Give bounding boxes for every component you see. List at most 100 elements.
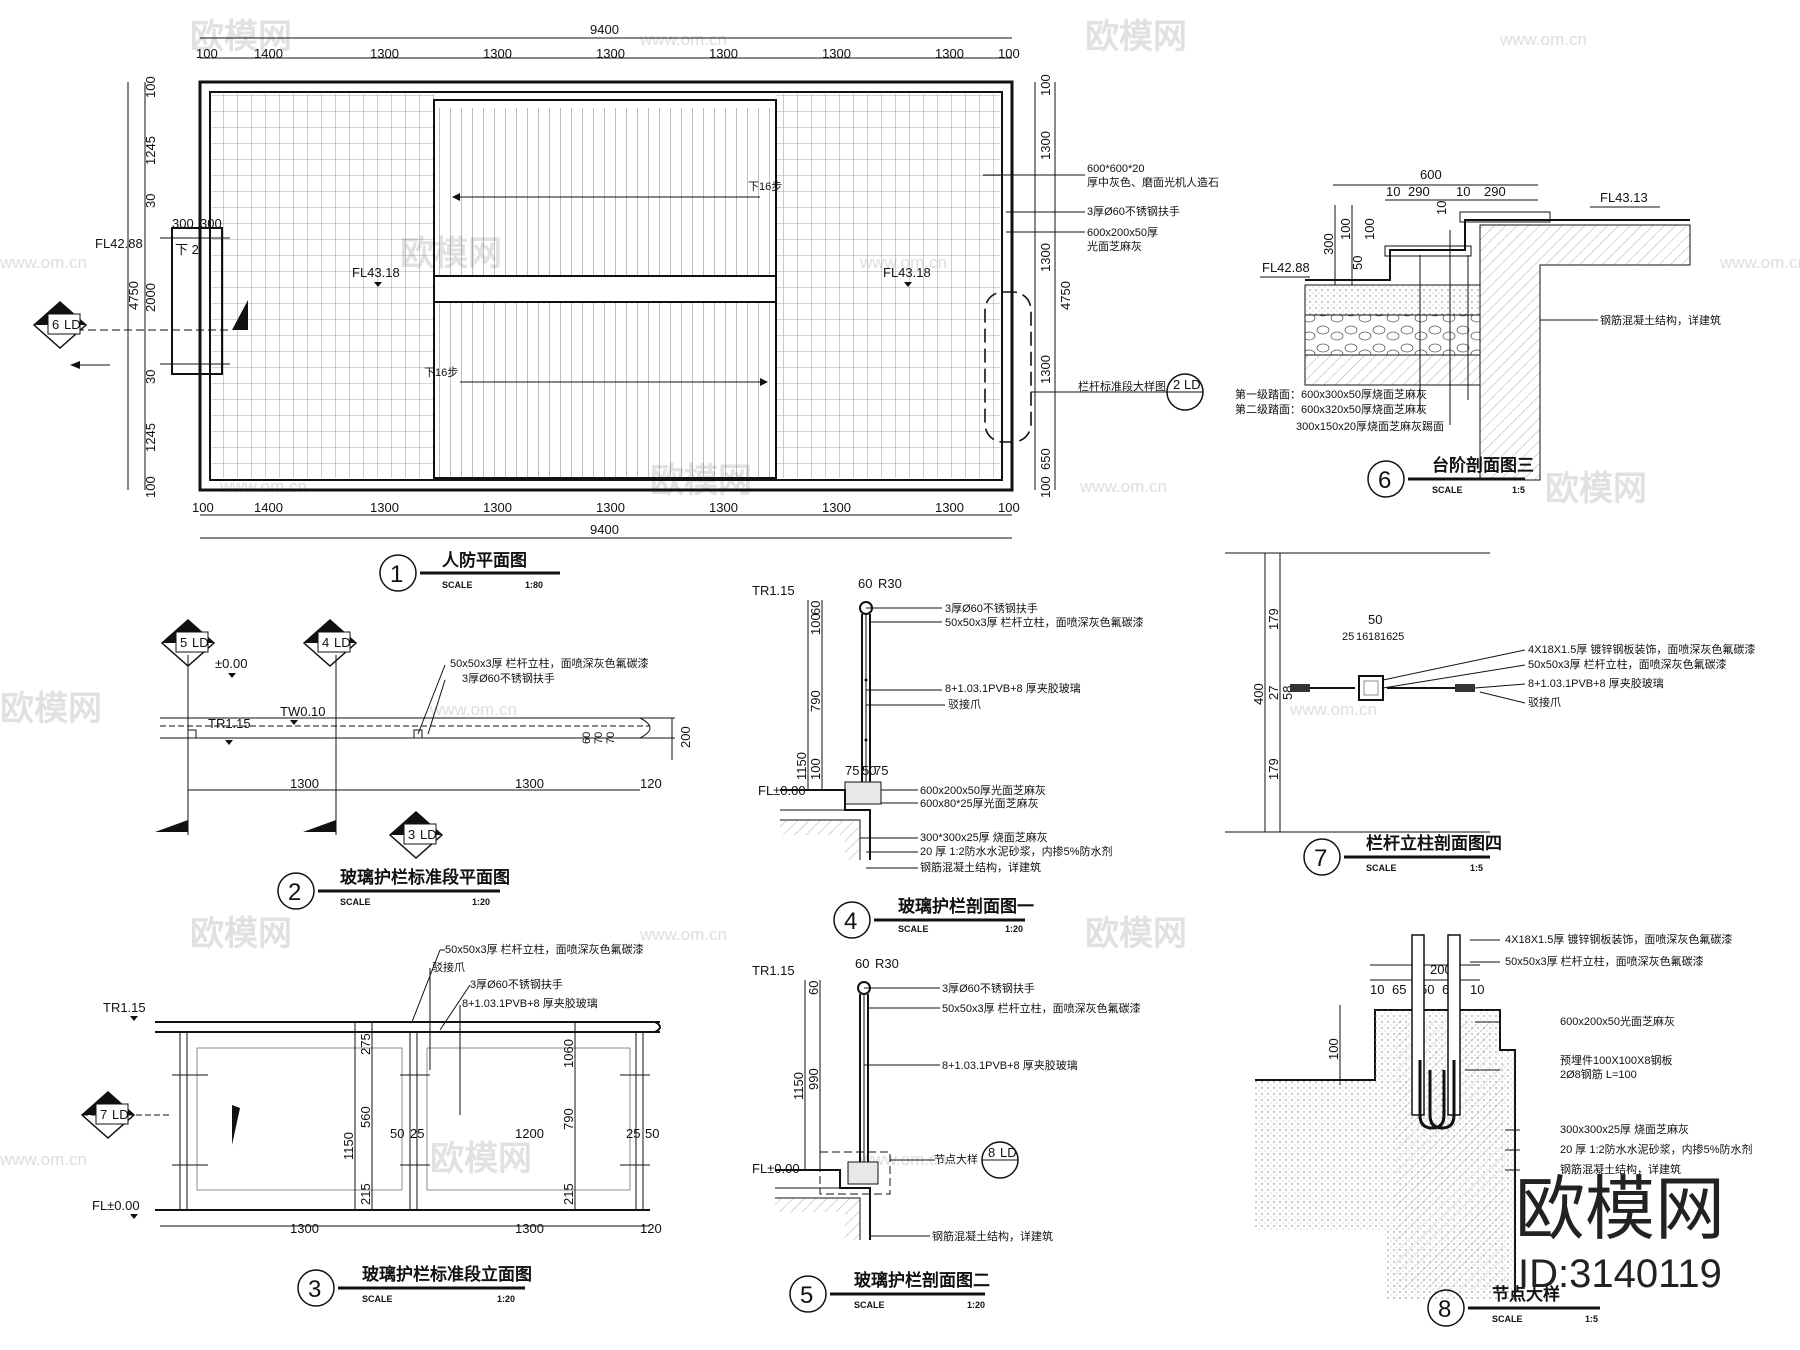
level-label: FL42.88 — [95, 236, 143, 251]
dim: 790 — [808, 690, 823, 712]
drawing-number: 6 — [1378, 467, 1391, 494]
level-label: TR1.15 — [752, 583, 795, 598]
sec4-note: 20 厚 1:2防水水泥砂浆，内掺5%防水剂 — [920, 844, 1113, 858]
elev3-note: 8+1.03.1PVB+8 厚夹胶玻璃 — [462, 996, 598, 1010]
dim: 25 — [1342, 631, 1354, 643]
scale-label: SCALE — [1432, 485, 1463, 495]
dim: 50 — [862, 763, 876, 778]
sec8-note: 2Ø8钢筋 L=100 — [1560, 1067, 1637, 1081]
dim: 1300 — [290, 776, 319, 791]
drawing-title: 玻璃护栏标准段立面图 — [362, 1264, 532, 1284]
sec5-note: 节点大样 — [934, 1152, 978, 1166]
watermark-brand: 欧模网 — [1545, 470, 1647, 508]
plan2-note: 3厚Ø60不锈钢扶手 — [462, 671, 555, 685]
callout-sheet: LD — [334, 635, 351, 650]
callout-sheet: LD — [1000, 1145, 1017, 1160]
dim: 50 — [1368, 612, 1382, 627]
dim: 275 — [358, 1033, 373, 1055]
plan1-note: 厚中灰色、磨面光机人造石 — [1087, 175, 1219, 189]
dim: 1300 — [483, 46, 512, 61]
dim: 120 — [640, 776, 662, 791]
sec6-note: 300x150x20厚烧面芝麻灰踢面 — [1296, 419, 1444, 433]
dim: 30 — [143, 194, 158, 208]
sec4-note: 3厚Ø60不锈钢扶手 — [945, 601, 1038, 615]
level-label: FL43.13 — [1600, 190, 1648, 205]
dim: 75 — [845, 763, 859, 778]
watermark-brand: 欧模网 — [430, 1140, 532, 1178]
dim: 1300 — [596, 500, 625, 515]
sec4-note: 驳接爪 — [948, 698, 981, 711]
dim: 100 — [143, 476, 158, 498]
dim: 560 — [358, 1106, 373, 1128]
drawing-title-7: 7 栏杆立柱剖面图四 SCALE 1:5 — [1303, 833, 1502, 876]
callout-2-ld[interactable]: 2 LD — [1166, 373, 1204, 411]
callout-number: 7 — [100, 1107, 107, 1122]
dim: 60 — [858, 576, 872, 591]
level-label: FL±0.00 — [752, 1161, 800, 1176]
dim: 1300 — [822, 500, 851, 515]
drawing-number: 8 — [1438, 1296, 1451, 1323]
sec7-note: 50x50x3厚 栏杆立柱，面喷深灰色氟碳漆 — [1528, 657, 1727, 671]
dim: 1060 — [561, 1039, 576, 1068]
dim: 60 — [855, 956, 869, 971]
watermark-brand: 欧模网 — [1085, 915, 1187, 953]
plan1-note: 栏杆标准段大样图 — [1078, 379, 1166, 393]
dim: 50 — [645, 1126, 659, 1141]
dim: 179 — [1266, 608, 1281, 630]
scale-value: 1:5 — [1470, 863, 1483, 873]
dim: 25 — [410, 1126, 424, 1141]
dim: 60 — [806, 981, 821, 995]
dim: 16 — [1356, 631, 1368, 643]
dim: 650 — [1038, 448, 1053, 470]
dim: 1300 — [290, 1221, 319, 1236]
plan1-note: 600x200x50厚 — [1087, 226, 1158, 239]
drawing-title: 玻璃护栏剖面图一 — [898, 896, 1034, 916]
dim: 1300 — [483, 500, 512, 515]
dim: 1300 — [935, 500, 964, 515]
callout-8-ld[interactable]: 8 LD — [981, 1141, 1019, 1179]
sec8-note: 600x200x50光面芝麻灰 — [1560, 1014, 1675, 1028]
sec5-note: 3厚Ø60不锈钢扶手 — [942, 981, 1035, 995]
dim: 100 — [808, 613, 823, 635]
dim: 100 — [808, 758, 823, 780]
section-7-post: 179 400 27 58 179 50 25 16 18 16 25 4X18… — [1225, 552, 1755, 876]
dim: 100 — [1038, 476, 1053, 498]
callout-3-ld[interactable]: 3 LD — [388, 810, 444, 860]
dim: 10 — [1370, 982, 1384, 997]
dim: 100 — [998, 46, 1020, 61]
model-id: ID:3140119 — [1518, 1252, 1722, 1296]
sec4-note: 600x200x50厚光面芝麻灰 — [920, 783, 1046, 797]
watermark-brand: 欧模网 — [0, 690, 102, 728]
dim: 200 — [678, 726, 693, 748]
dim: 1300 — [709, 46, 738, 61]
callout-sheet: LD — [64, 317, 81, 332]
level-label: FL43.18 — [352, 265, 400, 280]
dim: 10 — [1434, 201, 1449, 215]
watermark-brand: 欧模网 — [190, 18, 292, 56]
level-label: TR1.15 — [208, 716, 251, 731]
callout-7-ld[interactable]: 7 LD — [80, 1090, 136, 1140]
dim: 70 — [593, 732, 605, 744]
brand-stamp: 欧模网 ID:3140119 — [1515, 1170, 1725, 1296]
section-6-step: 600 10 290 10 290 FL43.13 FL42.88 300 10… — [1235, 167, 1721, 498]
dim-total: 400 — [1251, 683, 1266, 705]
callout-5-ld[interactable]: 5 LD — [160, 618, 216, 668]
watermark-url: www.om.cn — [639, 30, 727, 49]
scale-label: SCALE — [340, 897, 371, 907]
dim: 75 — [874, 763, 888, 778]
callout-6-ld[interactable]: 6 LD — [32, 300, 88, 350]
dim: 100 — [998, 500, 1020, 515]
dim: 1300 — [596, 46, 625, 61]
sec4-note: 50x50x3厚 栏杆立柱，面喷深灰色氟碳漆 — [945, 615, 1144, 629]
dim-total: 1150 — [341, 1132, 356, 1160]
dim-total: 200 — [1430, 962, 1452, 977]
callout-4-ld[interactable]: 4 LD — [302, 618, 358, 668]
dim: 10 — [1456, 184, 1470, 199]
watermark-url: www.om.cn — [1499, 30, 1587, 49]
dim: 215 — [561, 1183, 576, 1205]
level-label: FL±0.00 — [758, 783, 806, 798]
callout-sheet: LD — [112, 1107, 129, 1122]
plan-1-civil-defense: 9400 9400 100 1400 1300 1300 1300 1300 1… — [32, 22, 1219, 592]
stair-down-label: 下16步 — [748, 180, 782, 193]
sec8-note: 预埋件100X100X8钢板 — [1560, 1053, 1673, 1067]
